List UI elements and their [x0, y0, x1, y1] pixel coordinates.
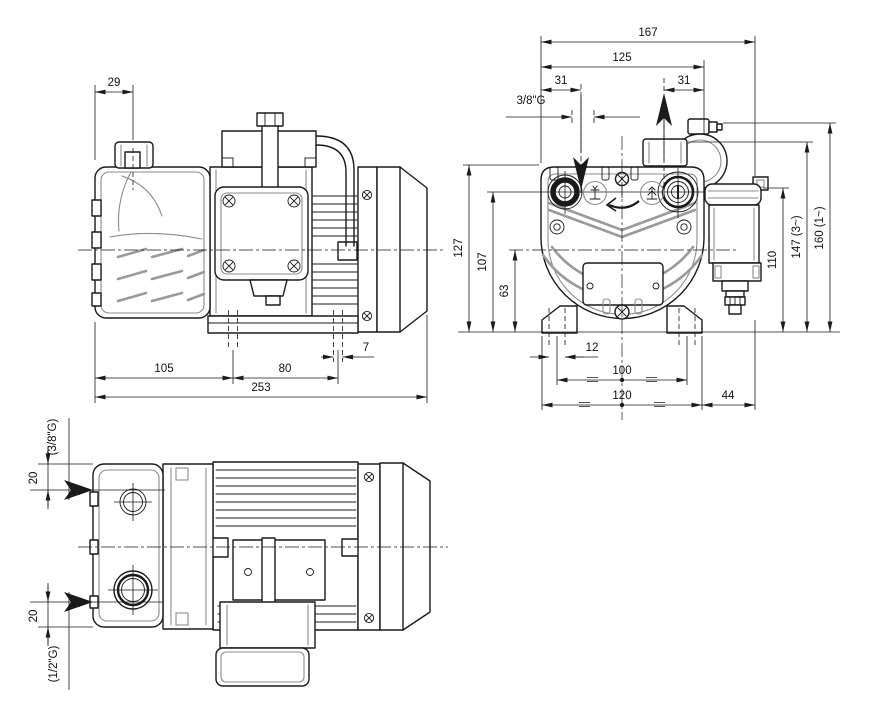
nameplate: [582, 262, 664, 306]
label-top-port-thread: (3/8"G): [47, 419, 59, 456]
left-foot: [541, 305, 578, 334]
label-bottom-port-thread: (1/2"G): [48, 646, 60, 683]
plan-terminal-box: [215, 601, 316, 687]
dim-foot-left: 105: [154, 363, 173, 375]
plan-top-port: [114, 483, 152, 521]
outlet-stub: [642, 138, 688, 167]
end-bell: [357, 166, 378, 333]
dim-body-height: 127: [453, 238, 465, 257]
front-view: 167 125 31 31 3/8"G 127 107 63: [453, 27, 840, 420]
dim-height-1ph: 160 (1~): [814, 206, 826, 249]
dim-height-3ph: 147 (3~): [791, 215, 803, 258]
capacitor-cap: [687, 118, 710, 135]
dim-foot-width: 120: [612, 390, 631, 402]
plan-bottom-port: [108, 565, 158, 615]
motor-fins: [311, 195, 358, 305]
fan-cover: [376, 166, 428, 333]
rotation-arrow: [605, 197, 640, 212]
mounting-plate: [232, 539, 326, 601]
top-port-arrow: [64, 480, 93, 500]
dim-overall-width: 167: [638, 27, 657, 39]
terminal-box: [704, 176, 769, 315]
front-view-dimensions: 167 125 31 31 3/8"G 127 107 63: [453, 27, 840, 410]
dim-top-port-offset: 20: [28, 472, 40, 485]
dim-outlet-offset: 31: [678, 75, 691, 87]
shaft-key-box: [337, 241, 358, 261]
oil-fill-cap: [114, 141, 154, 169]
dim-cap-offset: 29: [108, 77, 121, 89]
dim-body-width: 125: [612, 52, 631, 64]
right-foot: [666, 305, 703, 334]
handle: [315, 135, 355, 247]
dim-overall-length: 253: [251, 382, 270, 394]
side-view: 29 105 80 253 7: [78, 77, 446, 403]
dim-box-offset: 44: [722, 390, 735, 402]
dim-port-height: 107: [477, 252, 489, 271]
exhaust-icon: [639, 180, 665, 206]
plan-view-dimensions: 20 20 (3/8"G) (1/2"G): [28, 418, 93, 690]
plan-fan-cover: [379, 462, 431, 631]
dim-bottom-port-offset: 20: [28, 610, 40, 623]
dim-slot-width-front: 12: [586, 342, 599, 354]
dim-foot-span: 80: [279, 363, 292, 375]
oil-icon: [582, 180, 608, 206]
dim-inlet-offset: 31: [555, 75, 568, 87]
side-view-dimensions: 29 105 80 253 7: [94, 77, 428, 403]
bottom-port-arrow: [64, 592, 93, 612]
cable-gland: [721, 280, 749, 315]
label-inlet-thread: 3/8"G: [516, 95, 545, 107]
dim-box-height: 110: [767, 251, 779, 269]
outlet-flow-arrow: [656, 78, 672, 190]
dim-slot-width-side: 7: [363, 342, 369, 354]
end-cap: [91, 166, 211, 319]
dim-axis-height: 63: [499, 285, 511, 298]
foot-plate: [207, 315, 359, 334]
dim-hole-spacing: 100: [612, 365, 631, 377]
pump-cover: [214, 186, 309, 281]
plan-view: 20 20 (3/8"G) (1/2"G): [28, 418, 448, 690]
inlet-flow-arrow: [573, 84, 589, 196]
